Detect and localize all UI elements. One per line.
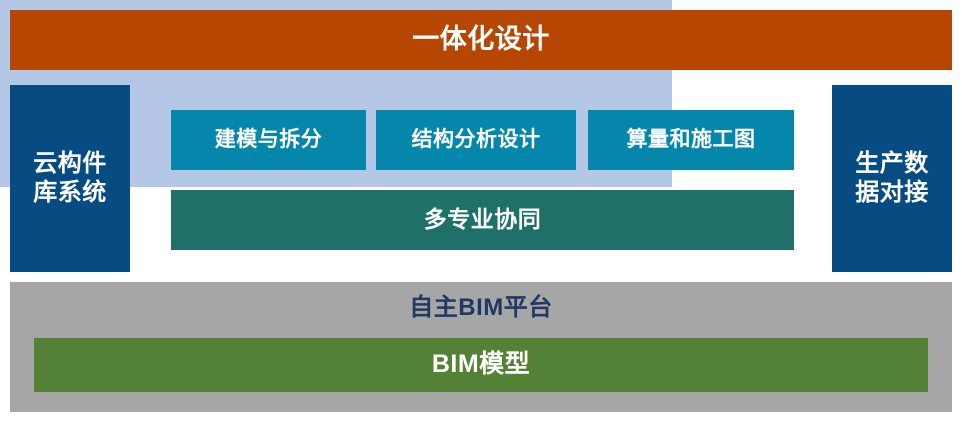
capability-modeling-and-splitting: 建模与拆分 (171, 110, 366, 170)
capability-quantity-and-construction-drawing: 算量和施工图 (588, 110, 794, 170)
banner-integrated-design: 一体化设计 (10, 10, 952, 70)
pillar-production-data-interface: 生产数 据对接 (832, 85, 952, 272)
pillar-cloud-component-library: 云构件 库系统 (10, 85, 130, 272)
multi-discipline-collaboration-bar: 多专业协同 (171, 190, 794, 250)
bim-model-bar: BIM模型 (34, 338, 928, 392)
capability-structural-analysis-design: 结构分析设计 (376, 110, 576, 170)
